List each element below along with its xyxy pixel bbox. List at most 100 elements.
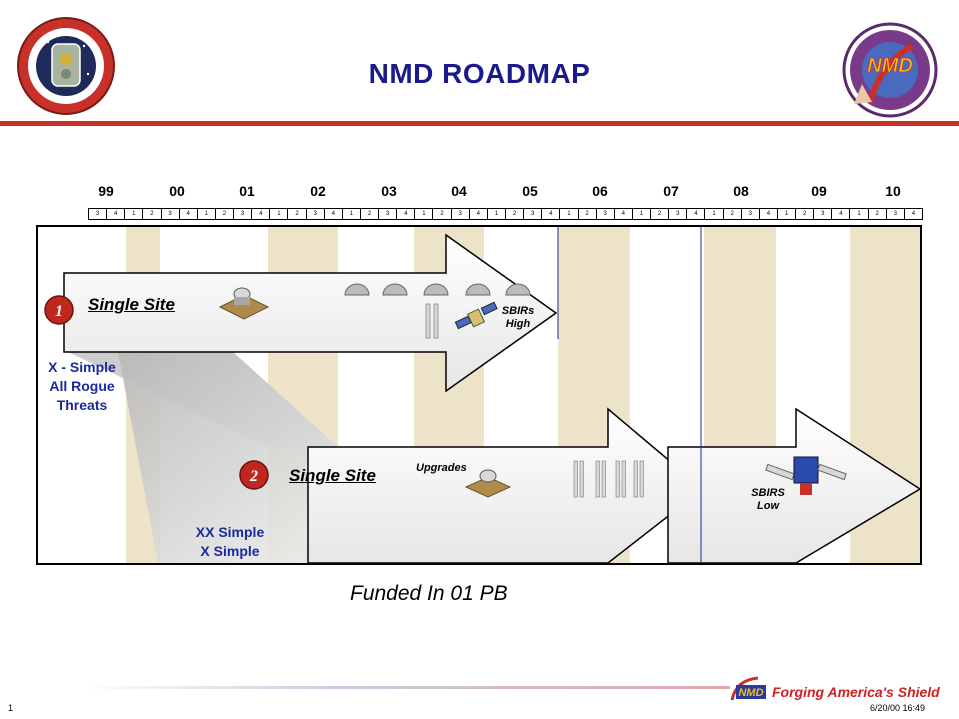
- missile-icon: [433, 303, 439, 339]
- interceptor-missile-icons: [425, 303, 439, 339]
- missile-icon: [615, 460, 620, 498]
- year-label: 07: [663, 183, 679, 199]
- sbirs-low-label-line: SBIRS: [751, 487, 785, 499]
- quarter-cell: 3: [160, 208, 180, 220]
- upgraded-site-facility-icon: [464, 469, 512, 498]
- quarter-cell: 2: [650, 208, 670, 220]
- page-title: NMD ROADMAP: [368, 58, 591, 89]
- phase-2-number: 2: [249, 468, 258, 485]
- quarter-cell: 1: [776, 208, 797, 220]
- quarter-cell: 3: [885, 208, 905, 220]
- nmd-seal: NMD: [842, 22, 938, 118]
- quarter-cell: 1: [269, 208, 289, 220]
- missile-icon: [595, 460, 600, 498]
- year-label: 99: [98, 183, 114, 199]
- year-label: 00: [169, 183, 185, 199]
- nmd-seal-abbrev: NMD: [867, 55, 913, 77]
- radome-icon: [423, 283, 449, 296]
- quarter-cell: 1: [196, 208, 216, 220]
- quarter-cell: 4: [903, 208, 923, 220]
- year-label: 05: [522, 183, 538, 199]
- nmd-footer-logo: NMD: [730, 676, 766, 701]
- quarter-cell: 1: [414, 208, 434, 220]
- phase-2-label: Single Site: [289, 466, 376, 485]
- sbirs-low-label: SBIRS Low: [744, 487, 792, 513]
- quarter-cell: 2: [359, 208, 380, 220]
- threat-line: X - Simple: [48, 359, 116, 375]
- year-label: 04: [451, 183, 467, 199]
- quarter-cell: 2: [214, 208, 235, 220]
- year-label: 01: [239, 183, 255, 199]
- quarter-cell: 2: [287, 208, 307, 220]
- quarter-cell: 3: [668, 208, 688, 220]
- sbirs-high-satellite-icon: [454, 301, 498, 330]
- quarter-cell: 1: [486, 208, 506, 220]
- phase-2-threats: XX Simple X Simple: [188, 523, 272, 561]
- quarter-cell: 1: [631, 208, 652, 220]
- year-label: 06: [592, 183, 608, 199]
- missile-icon: [579, 460, 584, 498]
- quarter-cell: 2: [795, 208, 815, 220]
- phase-1-number: 1: [55, 303, 63, 320]
- quarter-cell: 2: [722, 208, 742, 220]
- header-rule: [0, 121, 959, 126]
- phase-1-arrow: [63, 233, 558, 393]
- phase-2-extension-arrow: [667, 407, 920, 563]
- phase-2-badge: 2: [239, 460, 269, 490]
- year-label: 02: [310, 183, 326, 199]
- quarter-cell: 4: [758, 208, 778, 220]
- quarter-cell: 3: [595, 208, 615, 220]
- missile-icon: [633, 460, 638, 498]
- phase-1-label: Single Site: [88, 295, 175, 314]
- missile-icon: [601, 460, 606, 498]
- quarter-cell: 2: [577, 208, 597, 220]
- radome-icon: [382, 283, 408, 296]
- page-number: 1: [8, 703, 14, 713]
- quarter-cell: 4: [178, 208, 198, 220]
- site-facility-icon: [218, 287, 270, 320]
- radome-icon: [505, 283, 531, 296]
- date-stamp: 6/20/00 16:49: [870, 703, 926, 713]
- tagline: Forging America's Shield: [772, 684, 940, 700]
- quarter-cell: 4: [541, 208, 561, 220]
- quarter-cell: 4: [106, 208, 126, 220]
- quarter-cell: 3: [305, 208, 325, 220]
- year-label: 08: [733, 183, 749, 199]
- year-label: 10: [885, 183, 901, 199]
- roadmap-graphic: 1 2: [44, 227, 920, 563]
- quarter-cell: 2: [505, 208, 525, 220]
- quarter-cell: 4: [831, 208, 851, 220]
- phase-1-badge: 1: [44, 295, 74, 325]
- quarter-cell: 4: [613, 208, 633, 220]
- sbirs-low-satellite-icon: [765, 456, 847, 495]
- quarter-cell: 4: [251, 208, 271, 220]
- quarter-cell: 1: [341, 208, 361, 220]
- quarter-cell: 2: [867, 208, 887, 220]
- radome-icon: [344, 283, 370, 296]
- missile-icon: [573, 460, 578, 498]
- quarter-cell: 4: [686, 208, 706, 220]
- year-label: 03: [381, 183, 397, 199]
- quarter-cell: 3: [813, 208, 833, 220]
- quarter-cell: 4: [323, 208, 343, 220]
- quarter-cell: 1: [849, 208, 869, 220]
- quarter-cell: 3: [450, 208, 470, 220]
- quarter-cell: 3: [523, 208, 543, 220]
- phase-1-threats: X - Simple All Rogue Threats: [38, 358, 126, 415]
- footer-logo-text: NMD: [738, 687, 763, 699]
- sbirs-high-label-line: High: [505, 318, 531, 330]
- quarter-cell: 4: [396, 208, 416, 220]
- interceptor-missile-icons-phase-2: [573, 460, 644, 498]
- threat-line: Threats: [56, 397, 108, 413]
- quarter-cell: 2: [432, 208, 452, 220]
- missile-icon: [639, 460, 644, 498]
- footer-rule: [80, 686, 730, 689]
- quarter-cell: 3: [233, 208, 253, 220]
- sbirs-low-label-line: Low: [757, 500, 779, 512]
- roadmap-panel: 1 2 Single Site SBIRs High X - Simple Al…: [36, 225, 922, 565]
- radome-icon: [465, 283, 491, 296]
- quarter-cell: 3: [740, 208, 760, 220]
- funded-note: Funded In 01 PB: [350, 582, 508, 605]
- radome-icons: [344, 283, 531, 296]
